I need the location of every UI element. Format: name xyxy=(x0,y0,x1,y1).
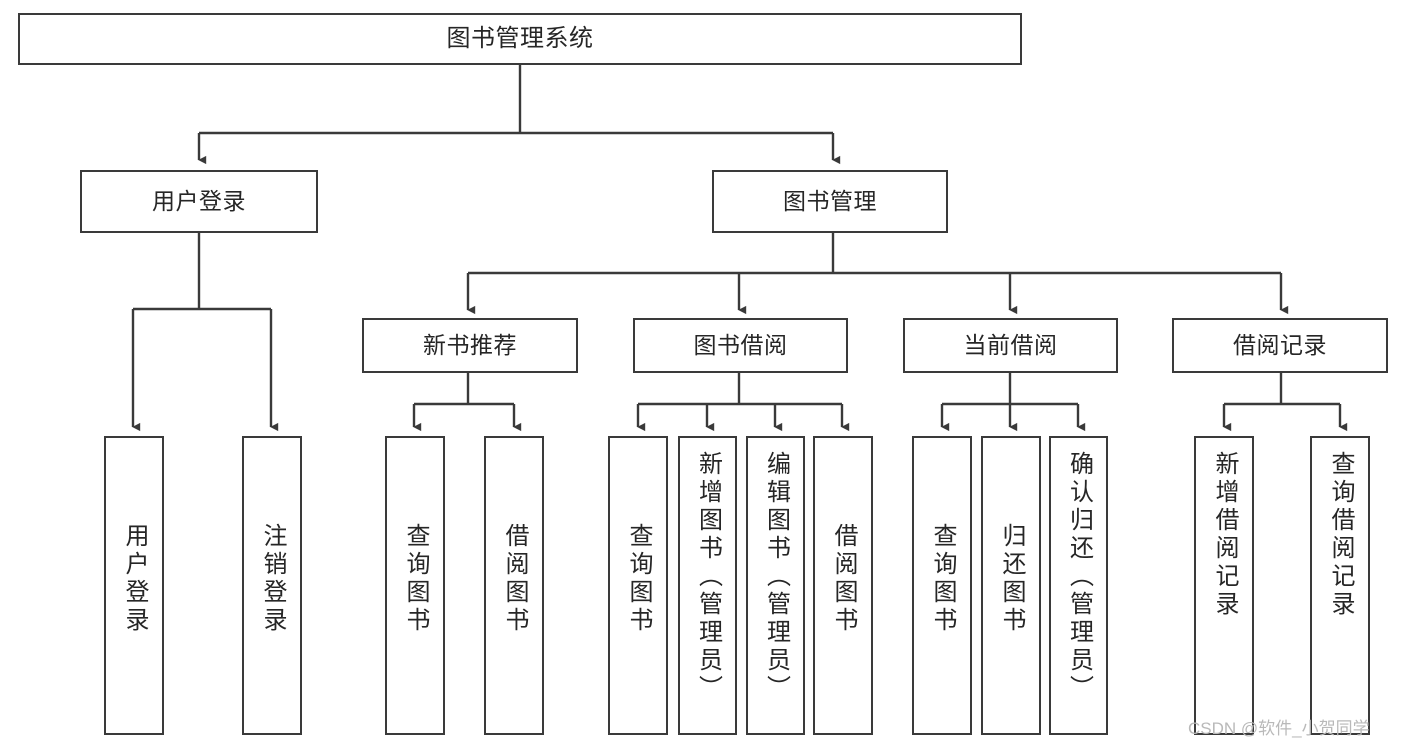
node-label: 当前借阅 xyxy=(963,331,1058,358)
node-label: 查询借阅记录 xyxy=(1327,451,1354,619)
leaf-borrow-query-book[interactable]: 查询图书 xyxy=(608,436,668,735)
node-label: 编辑图书（管理员） xyxy=(762,451,790,703)
leaf-borrow-edit-book-admin[interactable]: 编辑图书（管理员） xyxy=(746,436,805,735)
leaf-record-add-record[interactable]: 新增借阅记录 xyxy=(1194,436,1254,735)
node-current-borrow[interactable]: 当前借阅 xyxy=(903,318,1118,373)
node-user-login[interactable]: 用户登录 xyxy=(80,170,318,233)
node-label: 查询图书 xyxy=(402,523,429,635)
node-label: 查询图书 xyxy=(929,523,956,635)
node-borrow-record[interactable]: 借阅记录 xyxy=(1172,318,1388,373)
node-label: 借阅图书 xyxy=(830,523,857,635)
node-root-book-management-system[interactable]: 图书管理系统 xyxy=(18,13,1022,65)
node-label: 用户登录 xyxy=(152,187,246,214)
leaf-borrow-add-book-admin[interactable]: 新增图书（管理员） xyxy=(678,436,737,735)
node-label: 新增借阅记录 xyxy=(1211,451,1238,619)
node-label: 归还图书 xyxy=(998,523,1025,635)
node-label: 借阅图书 xyxy=(501,523,528,635)
leaf-current-query-book[interactable]: 查询图书 xyxy=(912,436,972,735)
node-label: 图书管理 xyxy=(783,187,877,214)
node-label: 新增图书（管理员） xyxy=(694,451,722,703)
leaf-borrow-borrow-book[interactable]: 借阅图书 xyxy=(813,436,873,735)
node-label: 借阅记录 xyxy=(1233,331,1327,358)
node-label: 图书借阅 xyxy=(693,331,788,358)
leaf-user-login-login[interactable]: 用户登录 xyxy=(104,436,164,735)
node-label: 新书推荐 xyxy=(423,331,517,358)
leaf-record-query-record[interactable]: 查询借阅记录 xyxy=(1310,436,1370,735)
leaf-current-return-book[interactable]: 归还图书 xyxy=(981,436,1041,735)
node-label: 确认归还（管理员） xyxy=(1065,451,1093,703)
node-label: 图书管理系统 xyxy=(446,24,594,52)
leaf-new-book-query-book[interactable]: 查询图书 xyxy=(385,436,445,735)
leaf-user-login-logout[interactable]: 注销登录 xyxy=(242,436,302,735)
leaf-new-book-borrow-book[interactable]: 借阅图书 xyxy=(484,436,544,735)
csdn-watermark: CSDN @软件_小贺同学 xyxy=(1188,719,1370,738)
leaf-current-confirm-return-admin[interactable]: 确认归还（管理员） xyxy=(1049,436,1108,735)
node-label: 注销登录 xyxy=(259,523,286,635)
node-book-borrow[interactable]: 图书借阅 xyxy=(633,318,848,373)
node-label: 用户登录 xyxy=(121,523,148,635)
node-book-management[interactable]: 图书管理 xyxy=(712,170,948,233)
node-new-book-recommend[interactable]: 新书推荐 xyxy=(362,318,578,373)
node-label: 查询图书 xyxy=(625,523,652,635)
